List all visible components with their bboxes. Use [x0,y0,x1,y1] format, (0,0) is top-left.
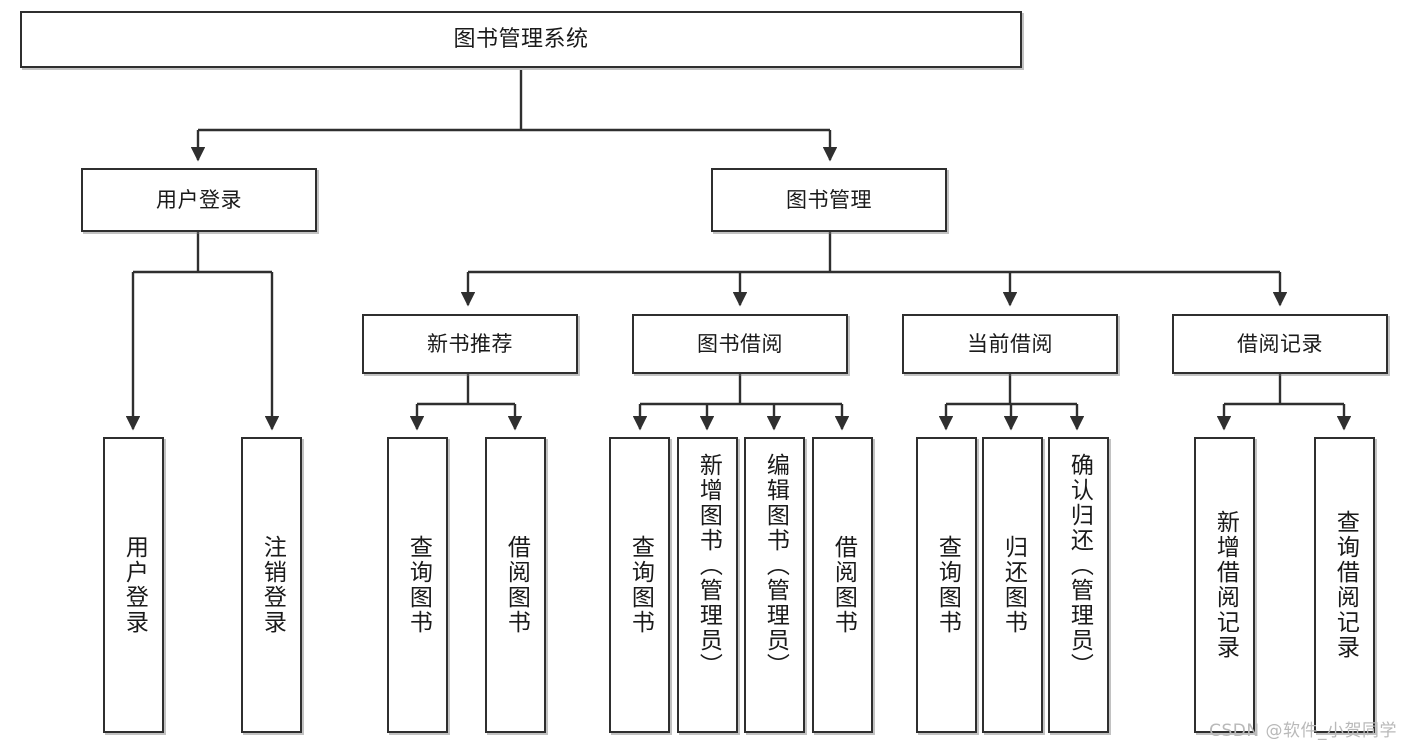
node-borrow-record[interactable]: 借阅记录 [1172,314,1388,374]
leaf-current-confirm-return-admin[interactable]: 确认归还（管理员） [1048,437,1109,733]
node-label: 图书管理 [786,187,872,212]
leaf-borrow-borrow-book[interactable]: 借阅图书 [812,437,873,733]
node-label: 编辑图书（管理员） [762,453,789,678]
node-label: 用户登录 [121,535,148,635]
node-label: 借阅图书 [503,535,530,635]
leaf-borrow-add-book-admin[interactable]: 新增图书（管理员） [677,437,738,733]
node-user-login[interactable]: 用户登录 [81,168,317,232]
node-book-management[interactable]: 图书管理 [711,168,947,232]
node-label: 查询图书 [405,535,432,635]
node-current-borrow[interactable]: 当前借阅 [902,314,1118,374]
node-label: 当前借阅 [967,331,1053,356]
node-label: 新增借阅记录 [1212,510,1239,660]
node-new-book-recommend[interactable]: 新书推荐 [362,314,578,374]
node-label: 新书推荐 [427,331,513,356]
leaf-user-login[interactable]: 用户登录 [103,437,164,733]
node-label: 查询图书 [627,535,654,635]
leaf-borrow-edit-book-admin[interactable]: 编辑图书（管理员） [744,437,805,733]
leaf-current-query-book[interactable]: 查询图书 [916,437,977,733]
node-label: 注销登录 [259,535,286,635]
node-book-borrow[interactable]: 图书借阅 [632,314,848,374]
leaf-user-logout[interactable]: 注销登录 [241,437,302,733]
node-label: 图书借阅 [697,331,783,356]
node-label: 借阅图书 [830,535,857,635]
node-label: 用户登录 [156,187,242,212]
node-label: 查询图书 [934,535,961,635]
node-label: 借阅记录 [1237,331,1323,356]
leaf-recommend-borrow-book[interactable]: 借阅图书 [485,437,546,733]
leaf-current-return-book[interactable]: 归还图书 [982,437,1043,733]
node-label: 图书管理系统 [453,26,589,52]
node-label: 归还图书 [1000,535,1027,635]
leaf-record-query-record[interactable]: 查询借阅记录 [1314,437,1375,733]
leaf-borrow-query-book[interactable]: 查询图书 [609,437,670,733]
leaf-recommend-query-book[interactable]: 查询图书 [387,437,448,733]
node-root-system[interactable]: 图书管理系统 [20,11,1022,68]
csdn-watermark: CSDN @软件_小贺同学 [1209,721,1397,741]
node-label: 查询借阅记录 [1332,510,1359,660]
node-label: 新增图书（管理员） [695,453,722,678]
leaf-record-add-record[interactable]: 新增借阅记录 [1194,437,1255,733]
node-label: 确认归还（管理员） [1066,453,1093,678]
